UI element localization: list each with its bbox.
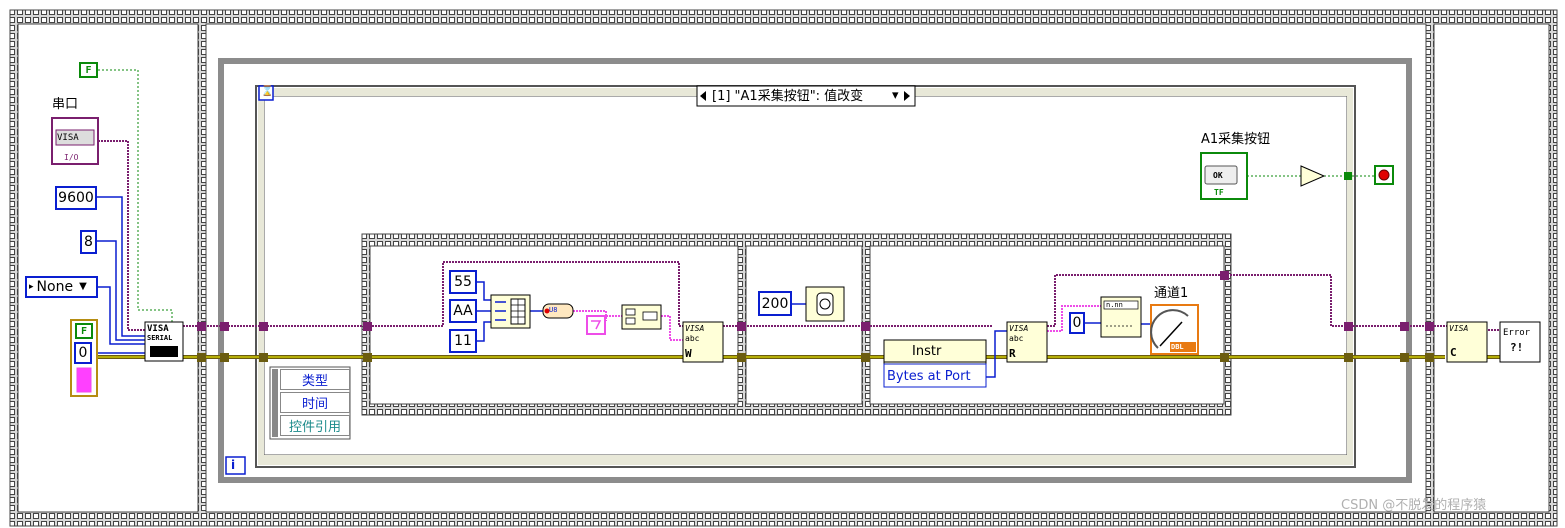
property-node-instr[interactable]: Instr <box>912 344 942 359</box>
visa-serial-port-icon <box>150 346 178 357</box>
property-node-shape <box>883 339 987 388</box>
byte3-constant[interactable]: 11 <box>449 329 477 353</box>
channel-label: 通道1 <box>1154 286 1189 301</box>
visa-serial-node-sub: SERIAL <box>147 334 173 342</box>
build-array-icon <box>490 294 531 329</box>
zero-constant-right[interactable]: 0 <box>1069 312 1085 334</box>
parity-enum-marker-icon: ▸ <box>29 281 34 292</box>
ok-button-text[interactable]: OK <box>1213 171 1223 180</box>
tf-label: TF <box>1214 188 1224 197</box>
event-data-type: 类型 <box>280 369 350 390</box>
visa-close-node-title: VISA <box>1449 324 1469 333</box>
visa-close-node-letter: C <box>1450 346 1457 359</box>
while-loop <box>218 58 1412 483</box>
concatenate-strings-icon <box>621 304 662 330</box>
loop-iteration-terminal: i <box>231 458 236 472</box>
u8-label: U8 <box>549 306 558 314</box>
dbl-label: DBL <box>1171 343 1184 351</box>
data-bits-constant[interactable]: 8 <box>80 230 97 254</box>
gauge-indicator-icon <box>1150 304 1199 355</box>
visa-read-node-mid: abc <box>1009 334 1024 343</box>
visa-control-text: VISA <box>57 133 79 143</box>
byte2-constant[interactable]: AA <box>449 299 477 323</box>
error-handler-bottom: ?! <box>1510 341 1524 354</box>
parity-dropdown-icon[interactable]: ▼ <box>79 281 87 292</box>
watermark: CSDN @不脱发的程序猿 <box>1341 498 1487 513</box>
number-to-fractional-string-icon <box>1100 296 1142 338</box>
not-gate <box>1300 165 1326 187</box>
byte-array-to-string-icon <box>542 303 574 319</box>
a1-button-label: A1采集按钮 <box>1201 132 1271 147</box>
nnn-label: n.nn <box>1106 301 1123 309</box>
serial-port-label: 串口 <box>52 97 79 112</box>
visa-write-node-mid: abc <box>685 334 700 343</box>
visa-read-node-title: VISA <box>1009 324 1029 333</box>
false-constant-bottom[interactable]: F <box>75 323 93 339</box>
string-wires <box>573 305 1101 341</box>
wait-ms-constant[interactable]: 200 <box>758 291 792 316</box>
baud-rate-constant[interactable]: 9600 <box>55 186 97 210</box>
visa-write-node-title: VISA <box>685 324 705 333</box>
visa-serial-node-title: VISA <box>147 324 169 334</box>
visa-write-node-letter: W <box>685 347 692 360</box>
zero-constant-left[interactable]: 0 <box>74 342 92 364</box>
visa-read-node-letter: R <box>1009 347 1016 360</box>
event-timeout-icon: ⌛ <box>261 86 274 97</box>
event-case-dropdown-icon[interactable]: ▾ <box>892 88 899 103</box>
numeric-wires <box>90 196 1151 378</box>
event-selector-frame <box>696 85 916 107</box>
byte1-constant[interactable]: 55 <box>449 270 477 294</box>
wait-ms-icon <box>805 286 845 322</box>
stop-terminal <box>1374 165 1394 185</box>
string-constant-icon <box>586 315 606 335</box>
false-constant-top[interactable]: F <box>79 62 98 78</box>
visa-control-io: I/O <box>64 153 79 162</box>
error-handler-top: Error <box>1503 328 1531 338</box>
parity-value: None <box>36 279 74 295</box>
loop-iteration-frame <box>225 456 246 475</box>
event-case-selector[interactable]: [1] "A1采集按钮": 值改变 <box>712 89 864 104</box>
event-data-control-ref: 控件引用 <box>280 415 350 436</box>
property-node-bytes-at-port[interactable]: Bytes at Port <box>887 369 971 384</box>
parity-enum-constant[interactable]: ▸ None ▼ <box>25 276 98 298</box>
event-data-time: 时间 <box>280 392 350 413</box>
tunnels <box>197 172 1434 362</box>
